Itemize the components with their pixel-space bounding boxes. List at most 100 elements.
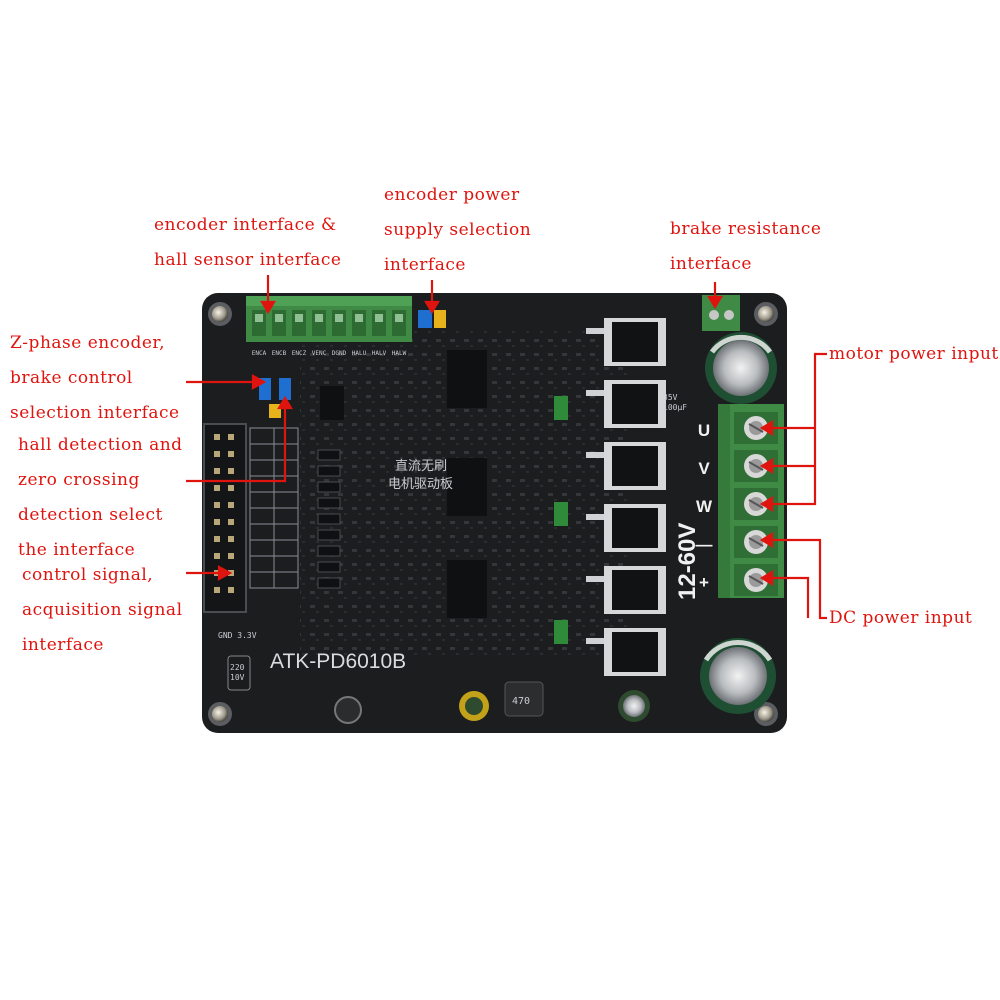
board-chinese-title-line2: 电机驱动板 bbox=[388, 476, 453, 491]
encoder-power-jumper bbox=[418, 310, 446, 328]
voltage-label: 12-60V bbox=[674, 523, 701, 600]
terminal-slot bbox=[252, 310, 266, 336]
annotation-arrows bbox=[186, 275, 827, 620]
terminal-label: — bbox=[696, 535, 713, 554]
label-dc-power-input: DC power input bbox=[829, 608, 973, 628]
terminal-slot bbox=[292, 310, 306, 336]
label-motor-power-input: motor power input bbox=[829, 344, 999, 364]
smd-chip bbox=[317, 529, 341, 541]
encoder-pin-label: HALW bbox=[392, 350, 407, 357]
terminal-slot bbox=[352, 310, 366, 336]
label-brake-resistance-line2: interface bbox=[670, 254, 752, 274]
mosfet-lead bbox=[586, 390, 604, 396]
terminal-screw-icon bbox=[375, 314, 383, 322]
header-pin bbox=[228, 502, 234, 508]
mosfet-lead bbox=[586, 576, 604, 582]
mounting-hole-icon bbox=[754, 302, 778, 326]
label-brake-resistance-line1: brake resistance bbox=[670, 219, 822, 239]
label-control-signal-line2: acquisition signal bbox=[22, 600, 183, 620]
mounting-hole-icon bbox=[208, 302, 232, 326]
pin-table-silkscreen bbox=[249, 427, 299, 589]
terminal-slot bbox=[392, 310, 406, 336]
terminal-slot bbox=[332, 310, 346, 336]
z-phase-brake-jumpers bbox=[259, 378, 291, 418]
smd-chip bbox=[317, 481, 341, 493]
board-model-name: ATK-PD6010B bbox=[270, 650, 406, 673]
smd-chip bbox=[317, 449, 341, 461]
smd-component-column bbox=[317, 449, 341, 589]
control-signal-header bbox=[203, 423, 247, 613]
cap-top-rating: 35V bbox=[663, 393, 678, 402]
encoder-pin-label: ENCB bbox=[272, 350, 287, 357]
terminal-slot bbox=[272, 310, 286, 336]
label-z-phase-line1: Z-phase encoder, bbox=[10, 333, 166, 353]
header-pin bbox=[228, 485, 234, 491]
header-pin bbox=[214, 485, 220, 491]
smd-chip bbox=[317, 497, 341, 509]
header-pin bbox=[214, 553, 220, 559]
screw-slot bbox=[748, 423, 764, 433]
terminal-screw-icon bbox=[275, 314, 283, 322]
smd-chip bbox=[317, 577, 341, 589]
mosfet-body bbox=[612, 508, 658, 548]
supply-silkscreen: GND 3.3V bbox=[218, 631, 257, 640]
header-pin bbox=[228, 536, 234, 542]
mosfet-lead bbox=[586, 638, 604, 644]
mosfet-lead bbox=[586, 514, 604, 520]
terminal-screw-icon bbox=[395, 314, 403, 322]
terminal-screw-icon bbox=[335, 314, 343, 322]
encoder-pin-label: ENCZ bbox=[292, 350, 307, 357]
label-hall-detection-line2: zero crossing bbox=[18, 470, 140, 490]
label-encoder-interface-line2: hall sensor interface bbox=[154, 250, 342, 270]
board-chinese-title-line1: 直流无刷 bbox=[395, 458, 447, 473]
header-pin bbox=[228, 587, 234, 593]
header-pin bbox=[228, 451, 234, 457]
power-terminal-block bbox=[718, 404, 784, 598]
terminal-slot bbox=[312, 310, 326, 336]
mosfet-body bbox=[612, 384, 658, 424]
mosfet-body bbox=[612, 446, 658, 486]
mosfet-body bbox=[612, 570, 658, 610]
ntc-sensor bbox=[554, 396, 568, 644]
terminal-screw-icon bbox=[315, 314, 323, 322]
header-pin bbox=[228, 468, 234, 474]
screw-slot bbox=[748, 499, 764, 509]
smd-chip bbox=[317, 561, 341, 573]
encoder-pin-label: HALV bbox=[372, 350, 387, 357]
small-cap-value: 220 bbox=[230, 663, 245, 672]
header-pin bbox=[228, 519, 234, 525]
encoder-pin-label: ENCA bbox=[252, 350, 267, 357]
encoder-pin-label: VENC bbox=[312, 350, 327, 357]
terminal-label: W bbox=[696, 497, 713, 516]
header-pin bbox=[214, 434, 220, 440]
mounting-hole-icon bbox=[208, 702, 232, 726]
encoder-pin-label: DGND bbox=[332, 350, 347, 357]
terminal-screw-icon bbox=[255, 314, 263, 322]
electrolytic-capacitor-small bbox=[334, 690, 650, 724]
small-cap-voltage: 10V bbox=[230, 673, 245, 682]
header-pin bbox=[214, 502, 220, 508]
small-capacitor bbox=[227, 655, 251, 691]
screw-slot bbox=[748, 461, 764, 471]
header-pin bbox=[214, 536, 220, 542]
header-pin bbox=[214, 587, 220, 593]
header-pin bbox=[214, 468, 220, 474]
smd-chip bbox=[317, 465, 341, 477]
inductor-value: 470 bbox=[512, 696, 530, 707]
label-hall-detection-line4: the interface bbox=[18, 540, 136, 560]
screw-slot bbox=[748, 537, 764, 547]
terminal-label: U bbox=[698, 421, 710, 440]
header-pin bbox=[214, 451, 220, 457]
terminal-label: + bbox=[699, 573, 709, 592]
inductor bbox=[504, 681, 544, 717]
cap-top-capacity: 100μF bbox=[663, 403, 687, 412]
screw-slot bbox=[748, 575, 764, 585]
label-z-phase-line3: selection interface bbox=[10, 403, 180, 423]
brake-resistance-terminal bbox=[702, 295, 740, 331]
label-control-signal-line1: control signal, bbox=[22, 565, 154, 585]
encoder-pin-label: HALU bbox=[352, 350, 367, 357]
label-z-phase-line2: brake control bbox=[10, 368, 133, 388]
mosfet-body bbox=[612, 632, 658, 672]
mosfet-body bbox=[612, 322, 658, 362]
mounting-hole-icon bbox=[754, 702, 778, 726]
